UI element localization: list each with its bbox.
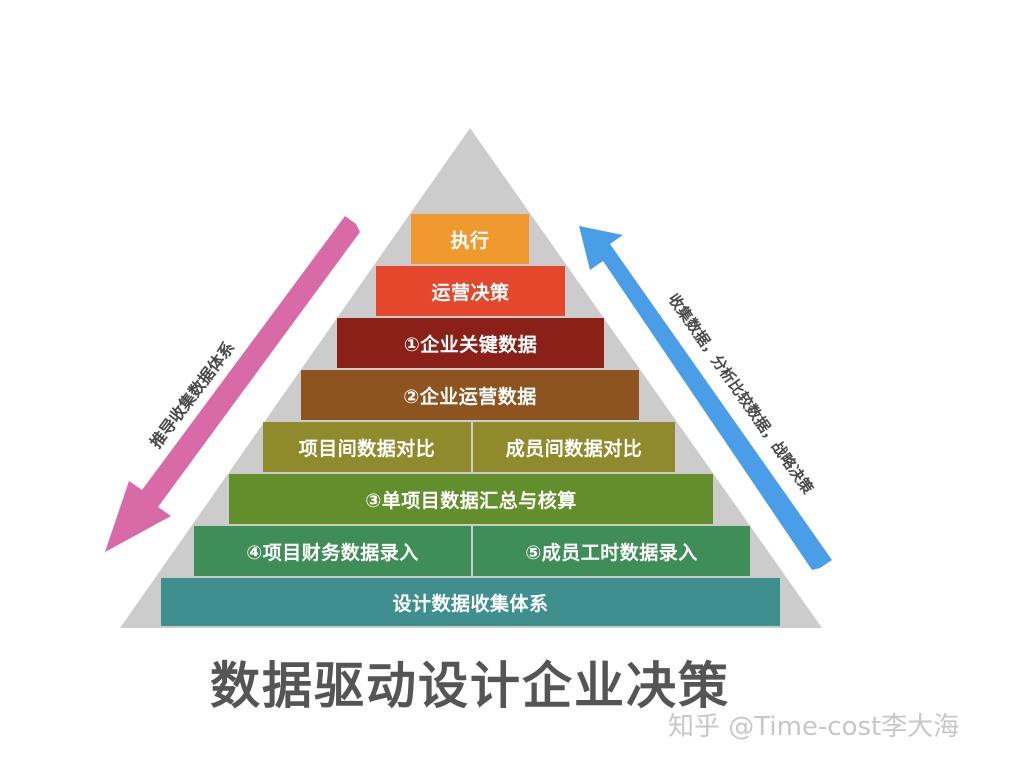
tier-right-label: ⑤成员工时数据录入	[525, 541, 698, 564]
pyramid-tier-member-comparison: 成员间数据对比	[473, 422, 675, 472]
pyramid-tier-key-data: ①企业关键数据	[337, 318, 604, 368]
tier-label: 设计数据收集体系	[392, 592, 549, 615]
tier-label: 运营决策	[431, 281, 510, 304]
pyramid-tier-collection-system: 设计数据收集体系	[161, 578, 780, 626]
left-arrow	[105, 216, 360, 552]
right-arrow	[579, 226, 832, 570]
tier-label: ②企业运营数据	[403, 385, 537, 408]
tier-label: ③单项目数据汇总与核算	[365, 489, 577, 512]
tier-label: ①企业关键数据	[403, 333, 538, 356]
pyramid-tier-operations-data: ②企业运营数据	[301, 370, 639, 420]
pyramid-tier-execution: 执行	[411, 214, 529, 264]
pyramid-tier-project-summary: ③单项目数据汇总与核算	[229, 474, 713, 524]
diagram-title: 数据驱动设计企业决策	[210, 657, 730, 715]
pyramid-tier-operational-decisions: 运营决策	[376, 266, 565, 316]
right-arrow-shape	[579, 226, 832, 570]
tier-label: 执行	[450, 229, 490, 252]
left-arrow-shape	[105, 216, 360, 552]
watermark: 知乎 @Time-cost李大海	[668, 712, 960, 742]
pyramid-tier-project-comparison: 项目间数据对比	[263, 422, 471, 472]
pyramid-tier-project-finance-entry: ④项目财务数据录入	[194, 526, 471, 576]
tier-left-label: ④项目财务数据录入	[246, 541, 419, 564]
pyramid-tier-member-hours-entry: ⑤成员工时数据录入	[473, 526, 750, 576]
tier-left-label: 项目间数据对比	[298, 437, 436, 460]
tier-right-label: 成员间数据对比	[505, 437, 643, 460]
